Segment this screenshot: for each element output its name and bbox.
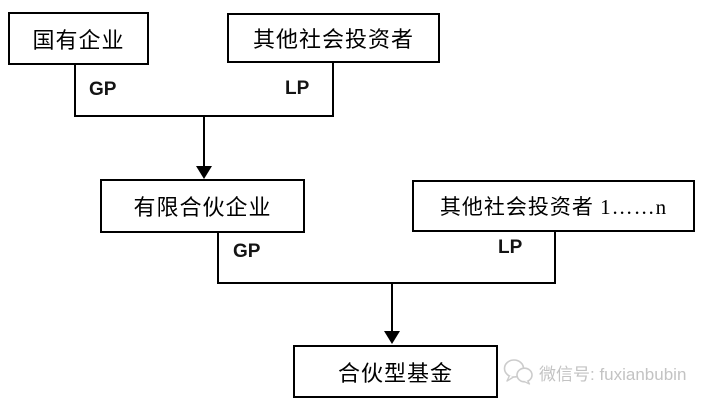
box-other-social-investors-n: 其他社会投资者 1……n <box>412 180 695 232</box>
gp-label-upper: GP <box>89 79 117 100</box>
arrowhead-upper <box>196 166 212 179</box>
gp-label-lower: GP <box>233 241 261 262</box>
watermark-text: 微信号: fuxianbubin <box>539 364 687 384</box>
box-state-owned-enterprise: 国有企业 <box>8 12 149 65</box>
box-partnership-fund: 合伙型基金 <box>293 345 498 398</box>
connector-line-right-upper <box>332 62 334 117</box>
connector-line-horizontal-lower <box>217 282 556 284</box>
connector-line-left-upper <box>74 64 76 117</box>
arrow-shaft-upper <box>203 117 205 168</box>
arrow-shaft-lower <box>391 284 393 332</box>
wechat-icon <box>503 358 533 386</box>
arrowhead-lower <box>384 331 400 344</box>
box-other-social-investors: 其他社会投资者 <box>227 13 440 63</box>
lp-label-lower: LP <box>498 237 523 258</box>
connector-line-right-lower <box>554 232 556 284</box>
connector-line-left-lower <box>217 233 219 284</box>
watermark: 微信号: fuxianbubin <box>503 358 686 386</box>
box-limited-partnership-enterprise: 有限合伙企业 <box>100 179 305 233</box>
lp-label-upper: LP <box>285 78 310 99</box>
connector-line-horizontal-upper <box>74 115 334 117</box>
